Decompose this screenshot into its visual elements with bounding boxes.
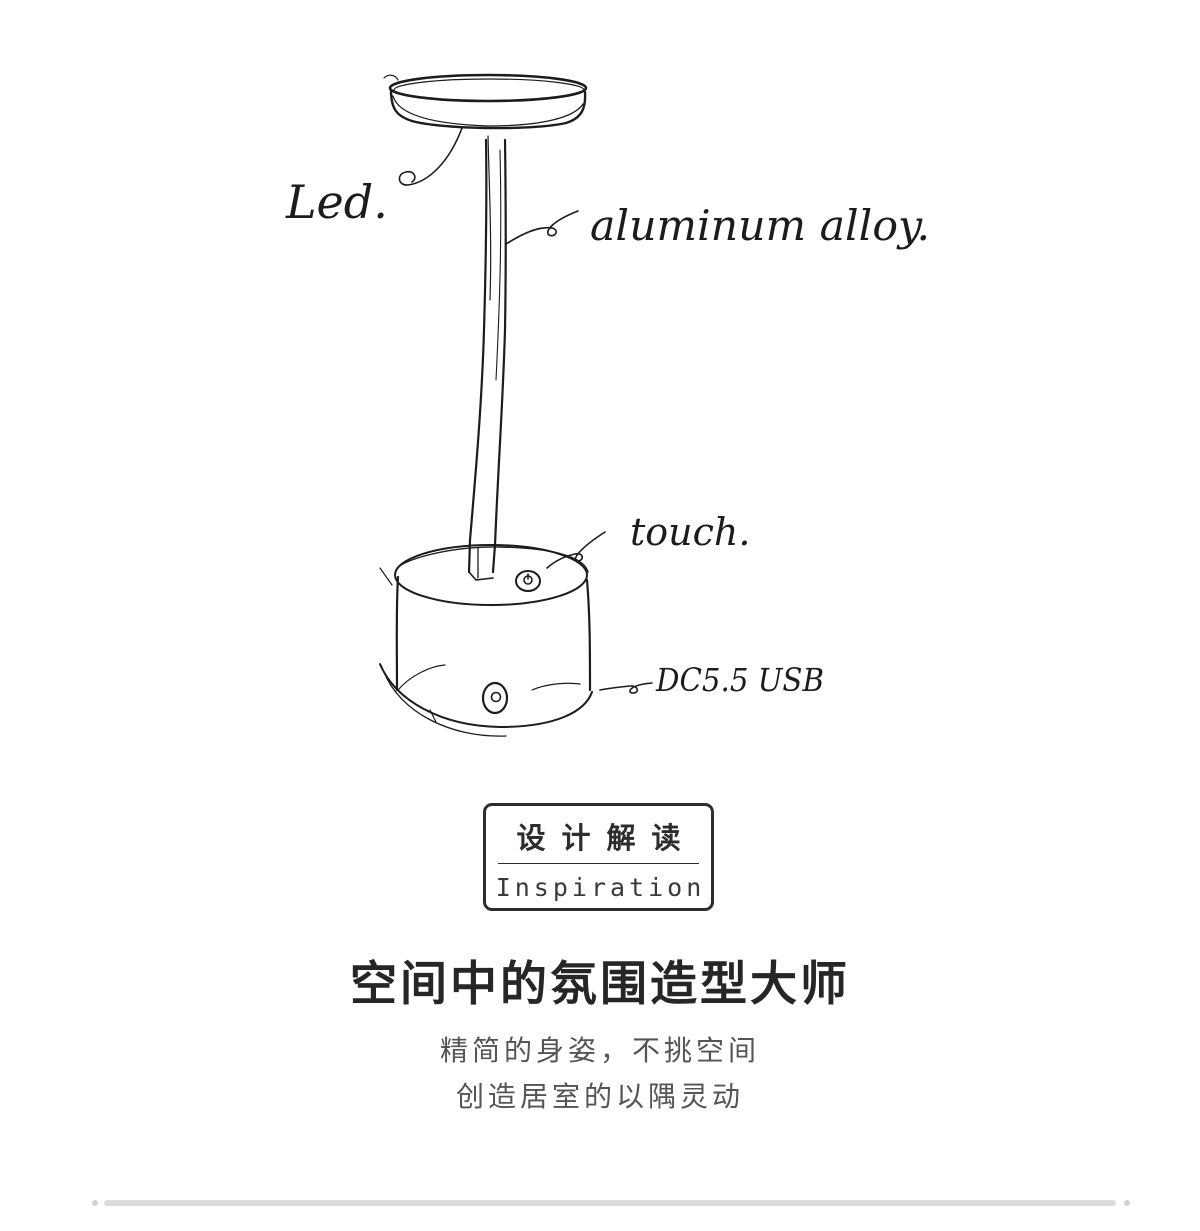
description-line-2: 创造居室的以隅灵动: [455, 1080, 744, 1113]
badge-title: 设计解读: [516, 821, 697, 855]
scroll-left-arrow[interactable]: [92, 1200, 98, 1206]
description-line-1: 精简的身姿，不挑空间: [439, 1034, 760, 1067]
lamp-head-ring: [383, 73, 588, 130]
horizontal-scrollbar[interactable]: [92, 1198, 1130, 1208]
badge-divider: [498, 863, 699, 864]
design-inspiration-badge: 设计解读 Inspiration: [483, 803, 714, 911]
annotation-leaders: [398, 127, 653, 694]
badge-subtitle: Inspiration: [495, 873, 706, 902]
lamp-sketch-illustration: Led. aluminum alloy. touch. DC5.5 USB: [285, 73, 930, 737]
label-led: Led.: [285, 175, 388, 229]
section-headline: 空间中的氛围造型大师: [350, 957, 850, 1012]
label-port: DC5.5 USB: [655, 661, 824, 699]
label-touch: touch.: [630, 510, 750, 554]
label-material: aluminum alloy.: [590, 201, 930, 250]
lamp-base: [379, 544, 593, 737]
scrollbar-thumb[interactable]: [104, 1200, 1116, 1206]
scroll-right-arrow[interactable]: [1124, 1200, 1130, 1206]
lamp-stem: [467, 135, 507, 581]
